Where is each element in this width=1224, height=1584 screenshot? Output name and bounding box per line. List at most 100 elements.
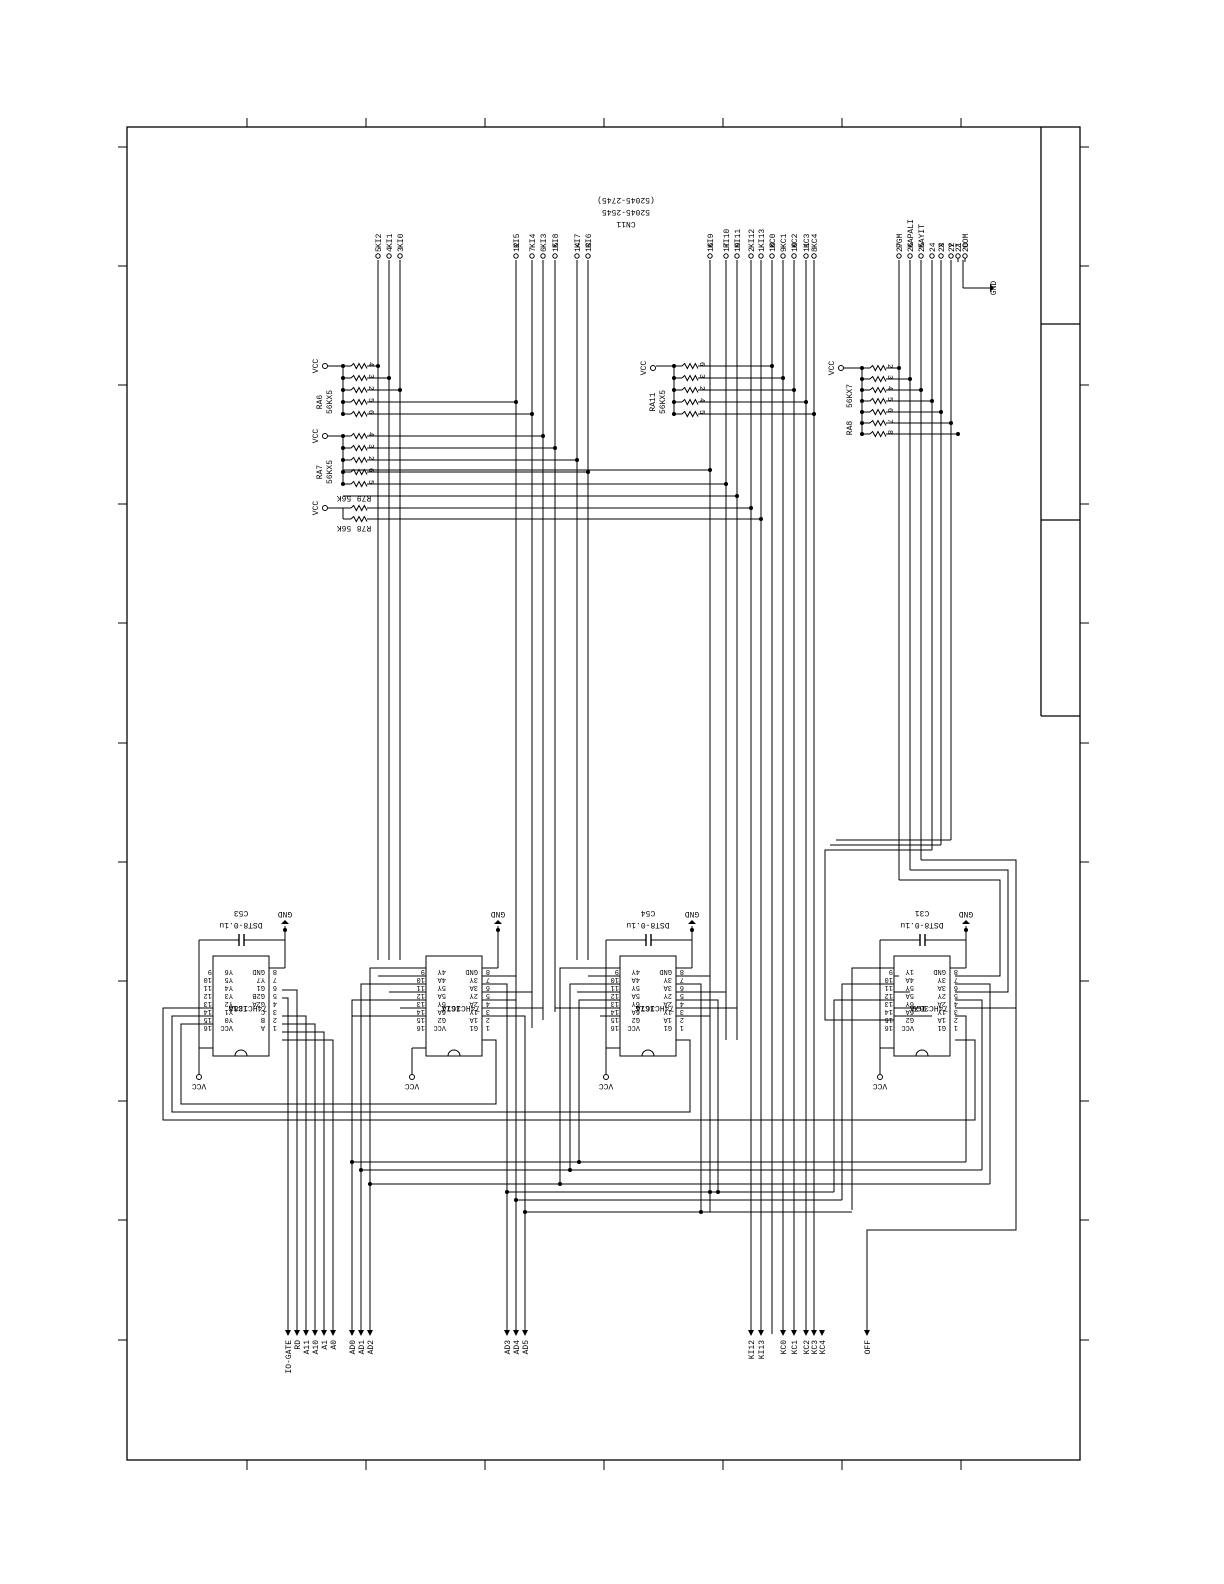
ic-pin-name: G1 [257,983,265,991]
connector-pin-circle [811,253,817,259]
ic-pin-number: 8 [486,967,490,975]
ic-pin-name: A [260,1023,265,1031]
ic-pin-name: Y6 [225,967,233,975]
connector-pin-signal: KI4 [529,233,538,248]
ic-pin-number: 10 [204,975,212,983]
array-pin-number: 6 [885,408,893,412]
ic-pin-name: G2 [906,1015,914,1023]
ic-pin-name: GND [659,967,672,975]
ra11-ref: RA11 [649,392,658,411]
ic-ref: IC18 [228,1003,247,1012]
ic-pin-name: 1Y [937,1007,946,1015]
ic-pin-name: 1A [937,1015,946,1023]
ic-pin-number: 11 [885,983,893,991]
array-pin-number: 3 [885,375,893,379]
ic-pin-name: VCC [433,1023,446,1031]
signal-arrow [330,1330,336,1336]
connector-ref: CN11 [616,219,635,228]
connector-pin-number: 22 [948,242,957,252]
connector-pin-circle [513,253,519,259]
connector-pin-signal: COM [962,233,971,248]
connector-pin-number: 23 [938,242,947,252]
ic-pin-number: 15 [417,1015,425,1023]
ic-pin-name: VCC [627,1023,640,1031]
ic-pin-number: 5 [954,991,958,999]
resistor-array-ra8: VCC 56KX7 RA8 [828,361,855,436]
array-pin-number: 6 [697,362,705,366]
bottom-signal-label: AD4 [513,1340,522,1355]
bottom-signal-label: A11 [303,1340,312,1355]
ic-ref: IC17 [441,1003,460,1012]
array-pin-number: 4 [697,398,705,402]
connector-pin-number: 20 [962,242,971,252]
ic-pin-number: 7 [954,975,958,983]
ra11-vcc-label: VCC [640,361,649,376]
ic-pin-number: 1 [680,1023,684,1031]
connector-pin-number: 27 [896,242,905,252]
ra6-ref: RA6 [316,395,325,410]
ic-pin-name: 5Y [631,983,640,991]
ic-pin-number: 3 [680,1007,684,1015]
ic-pin-number: 15 [885,1015,893,1023]
connector-pin-circle [397,253,403,259]
ic-pin-number: 8 [680,967,684,975]
ic-pin-number: 9 [208,967,212,975]
ic-pin-number: 11 [204,983,212,991]
connector-pin-signal: KI3 [540,233,549,248]
connector-pin-number: 18 [769,242,778,252]
signal-arrow [803,1330,809,1336]
signal-arrow [513,1330,519,1336]
ic-pin-number: 1 [486,1023,490,1031]
connector-pin-signal: KI11 [734,229,743,248]
ic-pin-name: Y1 [225,1007,233,1015]
bottom-signal-label: A0 [330,1340,339,1350]
connector-pin-signal: KI5 [513,233,522,248]
ic-pin-number: 12 [204,991,212,999]
array-pin-number: 8 [885,430,893,434]
connector-pin-number: 24 [929,242,938,252]
connector-cn11: CN11 52045-2545 (52045-2745) 5KI24KI13KI… [375,195,999,295]
ic-gnd-label: GND [685,909,700,918]
connector-pin-number: 11 [803,242,812,252]
connector-pin-circle [585,253,591,259]
signal-arrow [321,1330,327,1336]
ic-pin-name: 6A [905,1007,914,1015]
bottom-signal-label: AD5 [522,1340,531,1355]
cap-ref: C31 [915,908,930,917]
connector-pin-number: 4 [386,247,395,252]
ic-pin-name: 3Y [663,975,672,983]
array-pin-number: 2 [885,364,893,368]
ic-pin-number: 10 [611,975,619,983]
signal-arrow [748,1330,754,1336]
array-pin-number: 4 [366,432,374,436]
connector-pin-number: 10 [791,242,800,252]
ic-vcc-label: VCC [405,1081,420,1090]
r79-vcc-label: VCC [312,501,321,516]
ic-pin-number: 4 [954,999,958,1007]
ic-pin-number: 15 [204,1015,212,1023]
connector-pin-signal: KI6 [585,233,594,248]
signal-arrow [819,1330,825,1336]
ra7-ref: RA7 [316,465,325,480]
ra11-value: 56KX5 [659,390,668,414]
connector-pin-circle [769,253,775,259]
connector-pin-circle [748,253,754,259]
connector-pin-number: 13 [585,242,594,252]
ic-part: 74HC367A [910,1003,949,1012]
ic-pin-name: 4A [905,975,914,983]
ic-packages: IC1874HC138AY69Y510Y411Y312Y213Y114Y015V… [192,908,974,1090]
ic-ref: IC16 [635,1003,654,1012]
ic-pin-name: 3Y [469,975,478,983]
connector-pin-circle [552,253,558,259]
connector-pin-circle [707,253,713,259]
ic-pin-name: 2A [469,999,478,1007]
ic-pin-name: GND [465,967,478,975]
ic-pin-name: 2A [937,999,946,1007]
array-pin-number: 3 [697,374,705,378]
connector-gnd-symbol: GND [962,260,999,295]
ic-pin-number: 2 [680,1015,684,1023]
connector-pin-number: 14 [574,242,583,252]
r79-ref: R79 [357,493,372,502]
r79-value: 56K [337,493,352,502]
